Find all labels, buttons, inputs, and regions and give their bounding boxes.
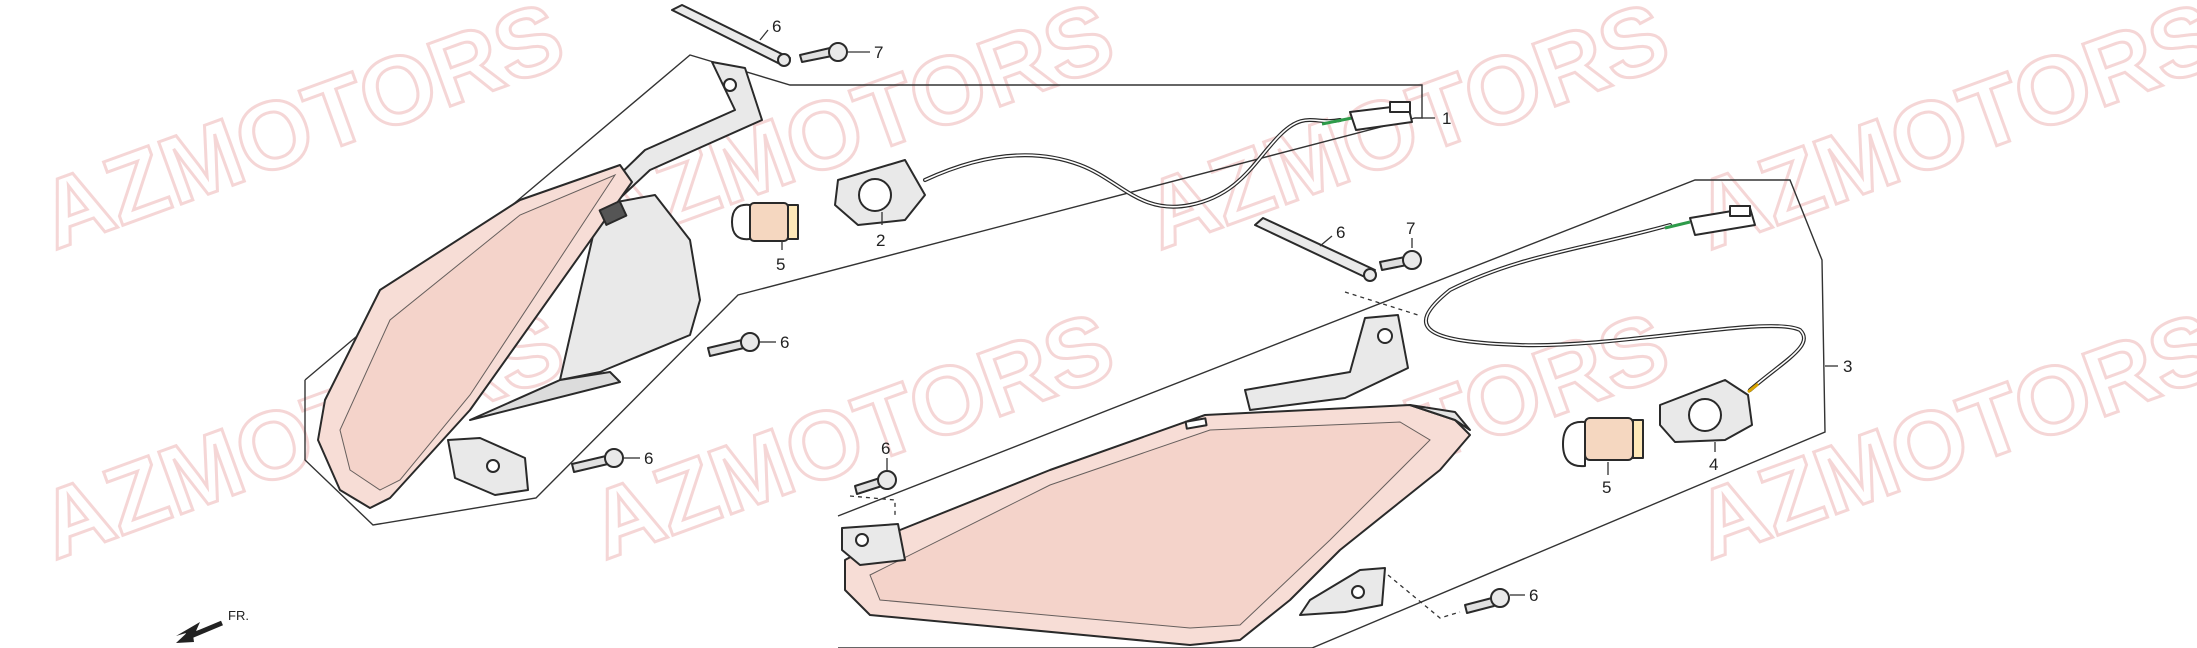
right-dash-left: [849, 495, 896, 516]
callout-6-right-screw-lower: 6: [1529, 586, 1538, 605]
callout-6-top-mid: 6: [1336, 223, 1345, 242]
callout-6-left-screw-lower: 6: [644, 449, 653, 468]
callout-6-top-left-leader: [759, 29, 769, 41]
right-lower-tab-hole: [1351, 585, 1365, 599]
front-direction-indicator: FR.: [176, 608, 249, 643]
right-screw-upper: [854, 470, 897, 495]
callout-6-top-left: 6: [772, 17, 781, 36]
right-lens-rim: [1409, 404, 1471, 431]
callout-6-right-screw-upper: 6: [881, 439, 890, 458]
callout-7-top-left: 7: [874, 43, 883, 62]
left-lens-inner: [339, 173, 617, 491]
right-assembly: 3 4 5: [837, 179, 1852, 648]
right-connector: [1689, 205, 1756, 236]
mid-rod: [1254, 217, 1377, 282]
left-screw-upper: [707, 332, 760, 357]
right-bracket-hole: [1377, 328, 1393, 344]
fr-label: FR.: [228, 608, 249, 623]
left-screw-7: [799, 42, 848, 63]
left-assembly: 1 2 5 6 7 6 6: [304, 4, 1451, 526]
left-housing-rib: [469, 371, 621, 421]
callout-5-left: 5: [776, 255, 785, 274]
right-socket: [1659, 379, 1753, 443]
left-bulb: [731, 202, 799, 242]
right-lower-tab: [1299, 567, 1386, 616]
right-lens-clip: [1184, 417, 1208, 430]
left-screw-lower: [571, 448, 624, 473]
watermark-text: AZMOTORS: [1681, 292, 2197, 580]
left-lens-clip: [598, 200, 628, 226]
callout-5-right: 5: [1602, 478, 1611, 497]
right-dash-lower: [1387, 574, 1461, 619]
left-assembly-frame: [304, 54, 1423, 526]
right-screw-lower: [1464, 588, 1510, 614]
callout-6-top-mid-leader: [1319, 235, 1333, 247]
left-bracket-hole: [723, 78, 737, 92]
right-bracket-top: [1244, 314, 1409, 411]
callout-1: 1: [1442, 109, 1451, 128]
callout-4: 4: [1709, 455, 1718, 474]
mid-screw-7: [1379, 250, 1422, 271]
right-lens-inner: [869, 421, 1431, 629]
left-wire-green: [1321, 116, 1353, 126]
right-assembly-frame: [837, 179, 1826, 648]
arrow-head: [176, 628, 194, 643]
callout-6-left-screw-upper: 6: [780, 333, 789, 352]
right-wire-yellow: [1747, 382, 1759, 394]
left-connector: [1349, 101, 1413, 131]
callout-2: 2: [876, 231, 885, 250]
right-bulb: [1562, 417, 1644, 468]
watermark-text: AZMOTORS: [1681, 0, 2197, 270]
right-left-tab-hole: [855, 533, 869, 547]
right-left-tab: [841, 523, 906, 566]
callout-7-top-mid: 7: [1406, 219, 1415, 238]
right-wire-green: [1664, 220, 1691, 230]
left-socket: [834, 159, 926, 226]
callout-3: 3: [1843, 357, 1852, 376]
left-tab-hole: [486, 459, 500, 473]
left-rod: [671, 4, 791, 67]
